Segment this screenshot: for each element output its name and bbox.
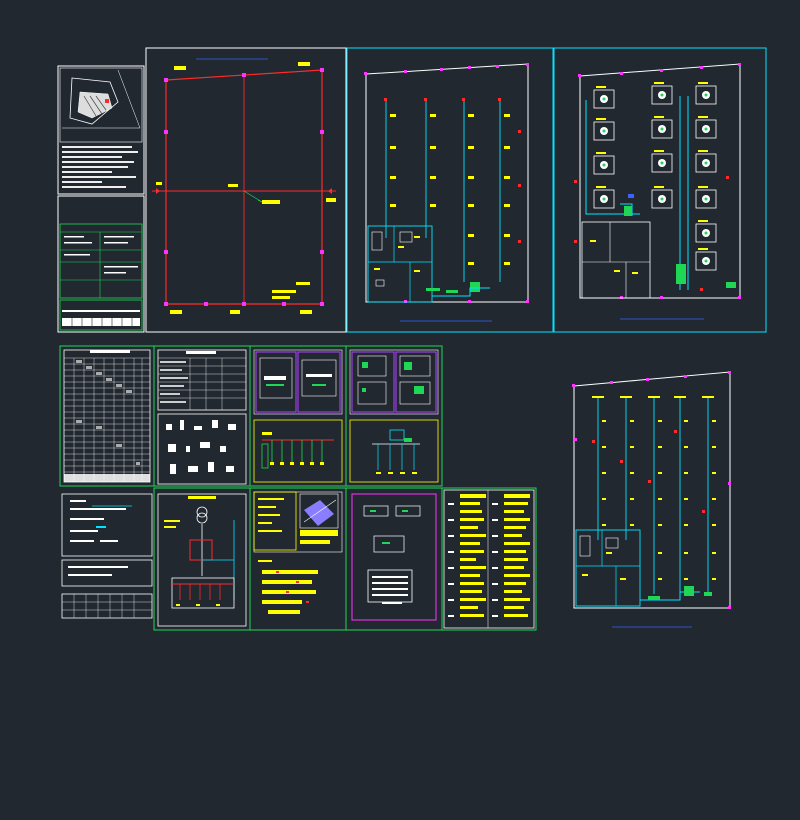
sheet-lighting-plan[interactable] <box>346 47 554 333</box>
single-line-diagram[interactable] <box>157 493 247 627</box>
circuit-notes-sheet[interactable] <box>61 493 153 619</box>
details-sheet-group[interactable] <box>59 345 537 631</box>
panel-board-details[interactable] <box>253 349 343 483</box>
location-sheet[interactable] <box>57 65 145 195</box>
grounding-details[interactable] <box>253 491 343 614</box>
sheet-structural-grid-plan[interactable] <box>145 47 347 333</box>
symbol-legend[interactable] <box>443 489 535 629</box>
load-schedule-table[interactable] <box>63 349 151 483</box>
switchboard-details[interactable] <box>349 349 439 483</box>
project-data-sheet[interactable] <box>57 195 145 333</box>
specifications-table[interactable] <box>157 349 247 485</box>
sheet-equipment-plan[interactable] <box>553 47 767 333</box>
sheet-power-outlets-plan[interactable] <box>572 371 731 628</box>
cabinet-details[interactable] <box>351 493 437 621</box>
